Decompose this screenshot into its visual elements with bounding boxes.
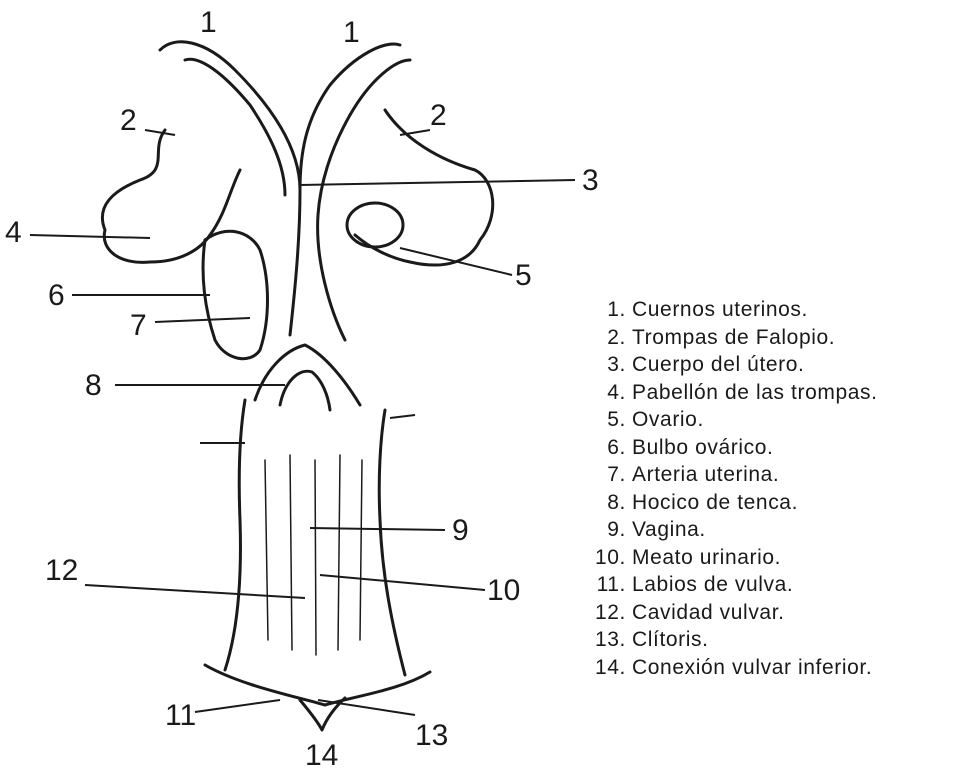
legend-item: 7.Arteria uterina. (582, 461, 878, 489)
callout-5: 5 (515, 259, 532, 292)
legend-item: 4.Pabellón de las trompas. (582, 379, 878, 407)
callout-7: 7 (130, 309, 147, 342)
cervix (255, 345, 360, 410)
legend-item: 5.Ovario. (582, 406, 878, 434)
legend-item: 2.Trompas de Falopio. (582, 324, 878, 352)
callout-12: 12 (45, 554, 78, 587)
vulvar-base (205, 665, 430, 730)
callout-2-right: 2 (430, 99, 447, 132)
callout-3: 3 (582, 164, 599, 197)
callout-1-left: 1 (200, 6, 217, 39)
callout-1-right: 1 (343, 16, 360, 49)
callout-8: 8 (85, 369, 102, 402)
callout-9: 9 (452, 514, 469, 547)
callout-6: 6 (48, 279, 65, 312)
left-fallopian-tube (102, 130, 240, 262)
left-ovarian-bulb (203, 231, 267, 358)
callout-4: 4 (5, 216, 22, 249)
legend-item: 8.Hocico de tenca. (582, 489, 878, 517)
leader-lines (30, 130, 575, 715)
legend-item: 10.Meato urinario. (582, 544, 878, 572)
legend-item: 11.Labios de vulva. (582, 571, 878, 599)
legend-item: 1.Cuernos uterinos. (582, 296, 878, 324)
left-uterine-horn (160, 42, 300, 335)
legend-item: 9.Vagina. (582, 516, 878, 544)
legend-item: 14.Conexión vulvar inferior. (582, 654, 878, 682)
right-uterine-horn (300, 44, 410, 340)
right-fallopian-tube (355, 110, 493, 265)
vaginal-folds (265, 455, 362, 655)
callout-10: 10 (487, 574, 520, 607)
legend-item: 13.Clítoris. (582, 626, 878, 654)
legend-item: 12.Cavidad vulvar. (582, 599, 878, 627)
callout-2-left: 2 (120, 104, 137, 137)
callout-13: 13 (415, 719, 448, 752)
legend-item: 6.Bulbo ovárico. (582, 434, 878, 462)
legend: 1.Cuernos uterinos. 2.Trompas de Falopio… (582, 296, 878, 681)
legend-item: 3.Cuerpo del útero. (582, 351, 878, 379)
right-ovary (347, 203, 403, 247)
callout-14: 14 (305, 739, 338, 772)
callout-11: 11 (165, 699, 196, 732)
